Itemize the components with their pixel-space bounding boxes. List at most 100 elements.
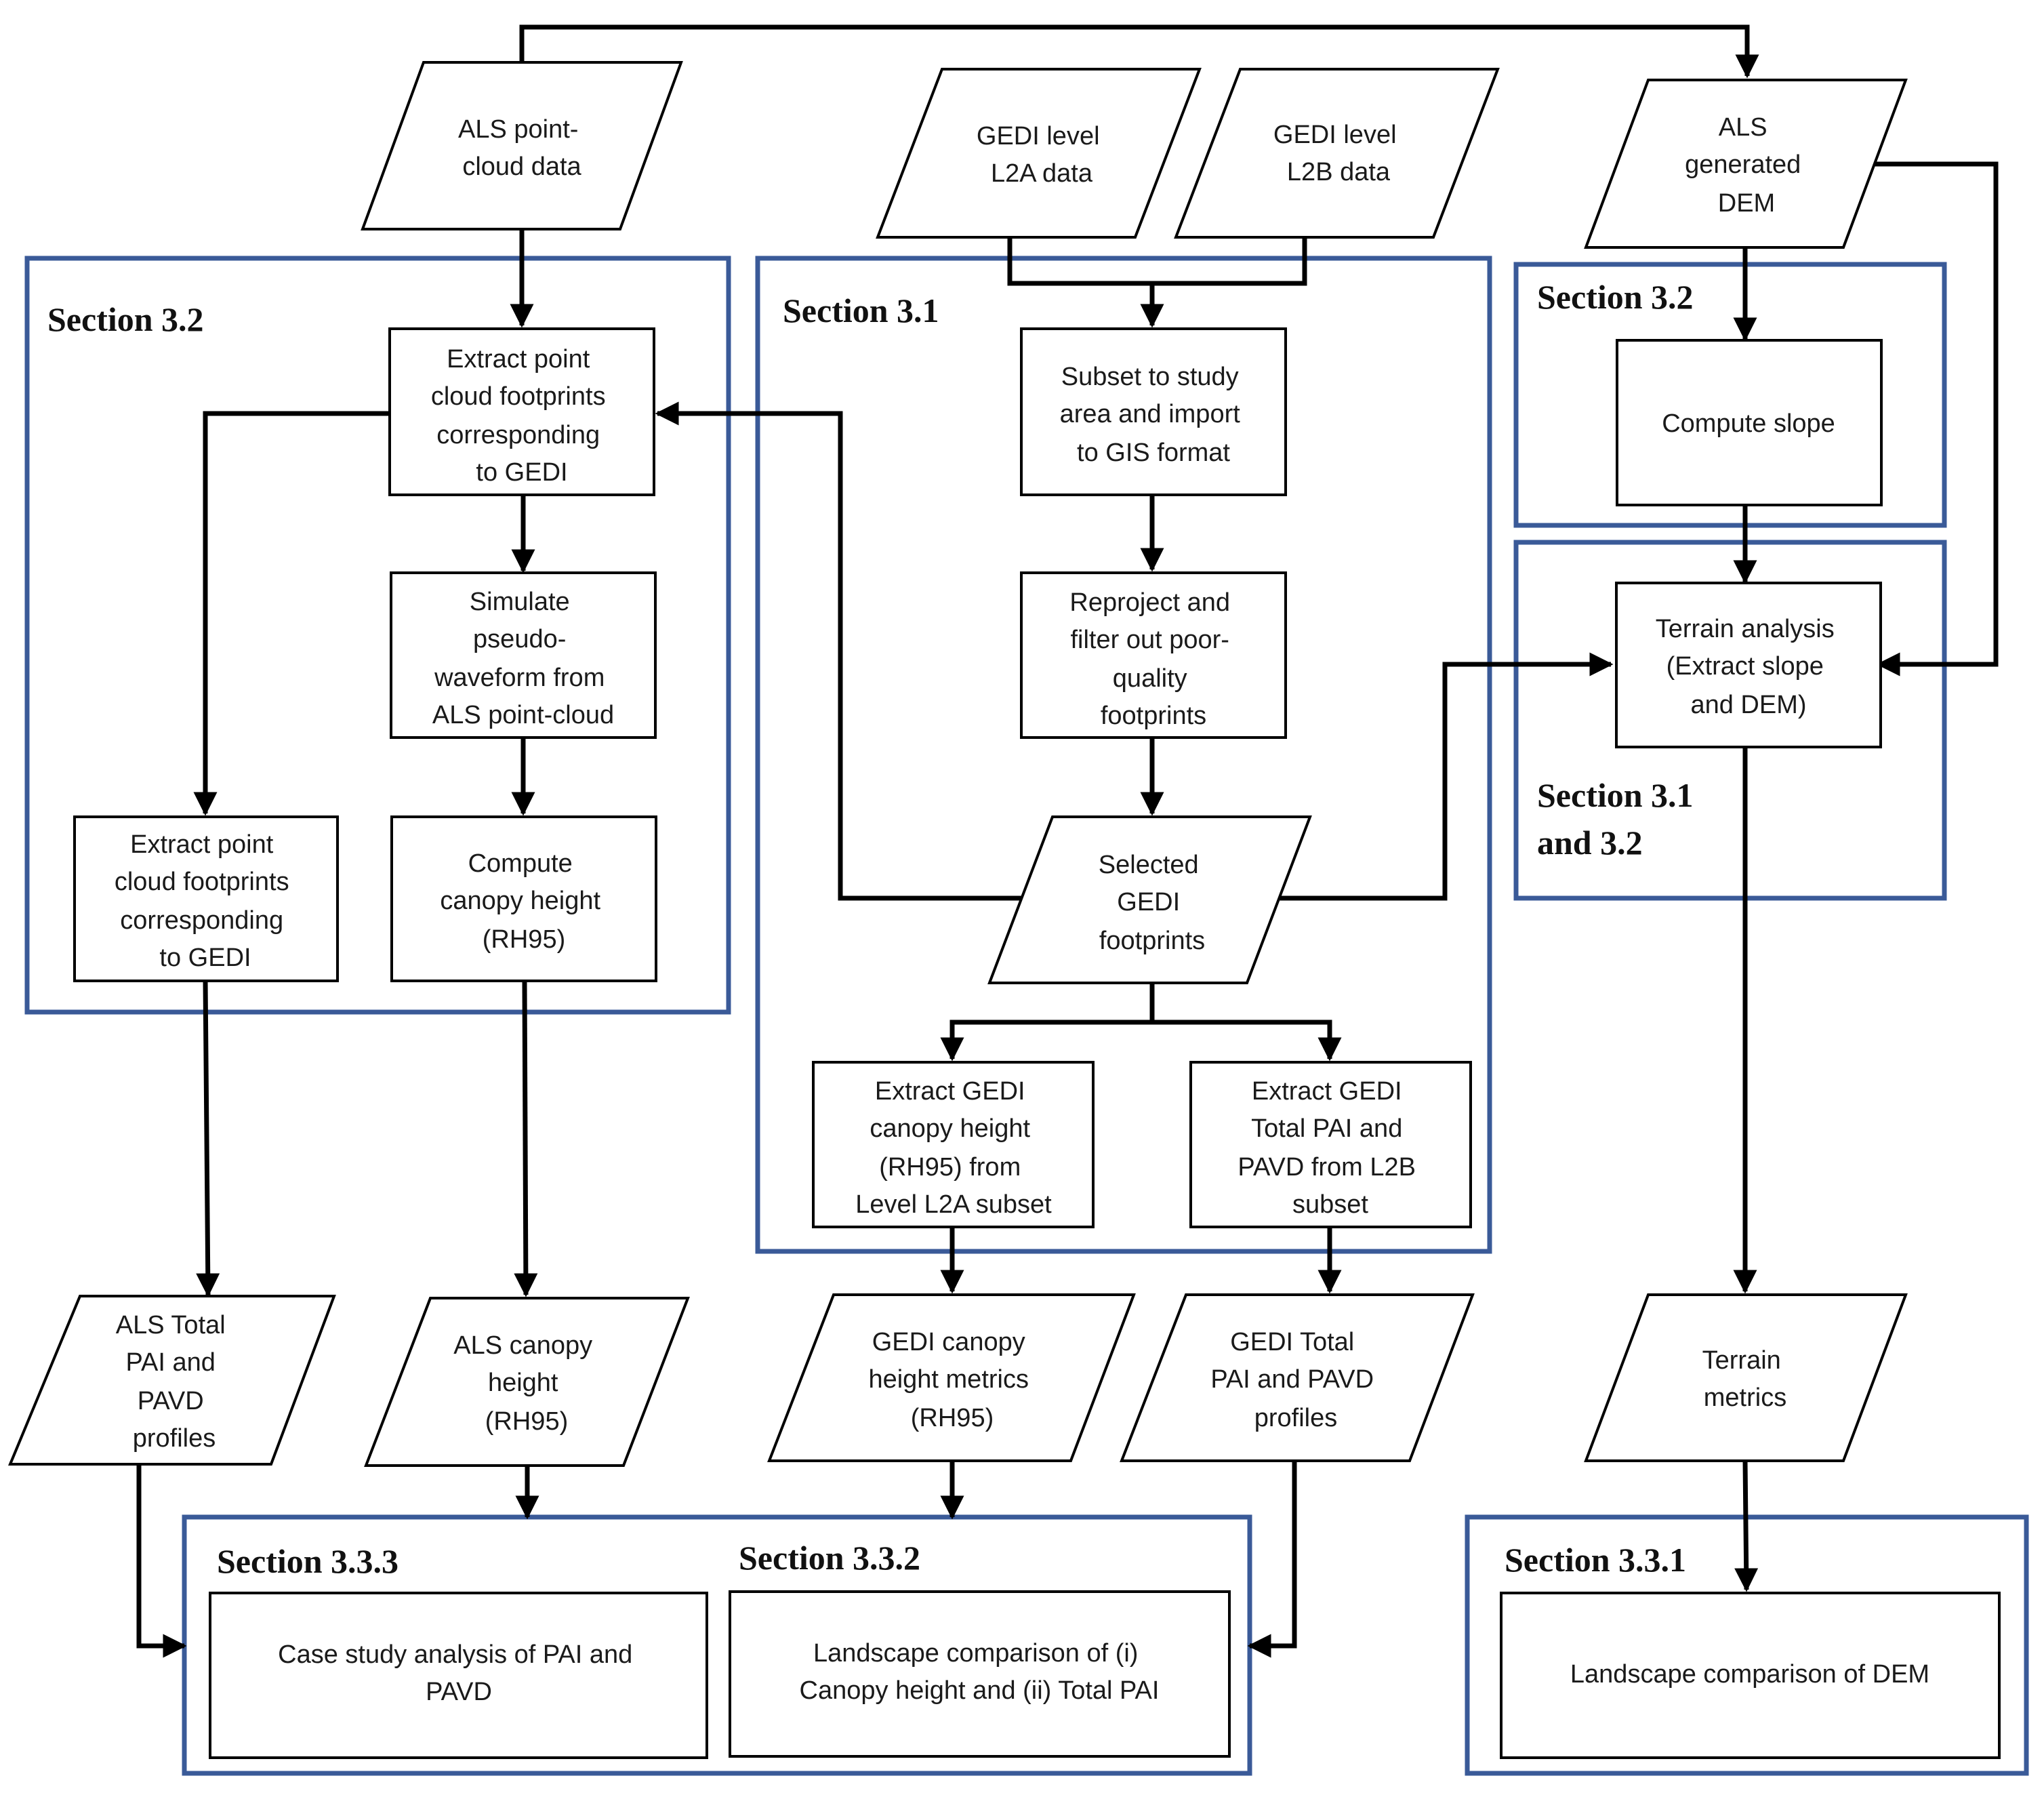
label-line: ALS [1719,113,1767,142]
label-line: filter out poor- [1070,626,1229,654]
section-title-bottom-3-3-3: Section 3.3.3 [217,1542,398,1580]
label-line: L2A data [991,159,1093,188]
box-reproject-filter [1020,571,1287,739]
arrow-selected-to-terrain [1278,652,1614,901]
label-line: corresponding [436,421,600,449]
label-line: Case study analysis of PAI and [278,1640,632,1669]
box-compute-slope [1616,339,1883,506]
label-simulate-waveform: Simulate pseudo- waveform from ALS point… [432,588,614,729]
box-landscape-dem [1500,1592,2001,1759]
section-title-center-3-1: Section 3.1 [783,291,939,329]
label-line: height metrics [868,1365,1029,1394]
parallelogram-als-dem [1584,79,1908,249]
section-title-line: and 3.2 [1537,824,1643,862]
label-als-canopy-height: ALS canopy height (RH95) [453,1331,599,1436]
label-extract-point-cloud-left: Extract point cloud footprints correspon… [115,830,296,972]
label-line: waveform from [434,664,605,692]
label-line: GEDI Total [1230,1328,1354,1356]
label-line: pseudo- [473,625,566,653]
label-extract-gedi-pai: Extract GEDI Total PAI and PAVD from L2B… [1238,1077,1423,1219]
parallelogram-als-pai-pavd [8,1295,336,1466]
label-line: ALS point-cloud [432,701,614,729]
parallelogram-terrain-metrics [1584,1293,1908,1462]
connectors [136,24,1999,1658]
label-case-study: Case study analysis of PAI and PAVD [278,1640,640,1706]
label-line: Extract GEDI [1252,1077,1402,1106]
label-line: footprints [1101,702,1206,730]
label-line: L2B data [1287,158,1391,186]
box-case-study [209,1592,708,1759]
section-title-right-3-1-3-2: Section 3.1 and 3.2 [1537,776,1702,862]
label-line: Landscape comparison of (i) [813,1639,1138,1668]
parallelogram-gedi-pai-pavd [1120,1293,1475,1462]
arrow-als-pai-to-case [136,1461,187,1658]
box-extract-gedi-pai [1189,1061,1472,1228]
label-line: footprints [1099,927,1205,955]
label-extract-point-cloud-top: Extract point cloud footprints correspon… [431,345,613,487]
label-line: Total PAI and [1251,1114,1402,1143]
label-line: (RH95) [911,1404,994,1432]
label-line: Compute [468,849,573,878]
label-line: canopy height [440,887,600,915]
label-gedi-l2a: GEDI level L2A data [977,122,1107,188]
label-line: to GEDI [159,944,251,972]
process-boxes [73,327,2001,1759]
arrow-split-to-gedi-canopy [940,1020,1328,1062]
section-box-center-3-1 [755,256,1492,1254]
label-subset-study-area: Subset to study area and import to GIS f… [1060,363,1248,467]
box-terrain-analysis [1615,582,1882,748]
label-line: and DEM) [1690,691,1806,719]
label-line: GEDI canopy [872,1328,1025,1356]
label-terrain-analysis: Terrain analysis (Extract slope and DEM) [1656,615,1842,719]
label-line: GEDI level [977,122,1100,150]
label-landscape-comparison: Landscape comparison of (i) Canopy heigh… [800,1639,1160,1705]
label-line: cloud footprints [115,868,289,896]
label-line: ALS point- [458,115,578,144]
section-box-left-3-2 [24,256,731,1015]
label-line: cloud footprints [431,382,606,411]
label-gedi-pai-pavd: GEDI Total PAI and PAVD profiles [1210,1328,1381,1432]
label-line: height [488,1369,558,1397]
label-reproject-filter: Reproject and filter out poor- quality f… [1069,588,1237,730]
label-terrain-metrics: Terrain metrics [1702,1346,1788,1412]
parallelogram-gedi-l2b [1174,68,1500,239]
label-compute-canopy-height: Compute canopy height (RH95) [440,849,607,954]
label-line: Reproject and [1069,588,1230,617]
box-landscape-comparison [729,1590,1231,1758]
label-line: area and import [1060,400,1241,428]
label-line: PAI and [126,1348,216,1377]
label-line: PAVD [426,1678,492,1706]
label-line: Extract point [130,830,274,859]
label-line: (RH95) from [879,1153,1021,1182]
section-title-left-3-2: Section 3.2 [47,300,204,338]
label-line: Landscape comparison of DEM [1570,1660,1929,1689]
label-line: profiles [1254,1404,1338,1432]
label-line: Extract point [447,345,590,374]
label-als-pai-pavd: ALS Total PAI and PAVD profiles [116,1311,233,1453]
line-l2a-join [1007,237,1307,286]
label-line: (Extract slope [1667,652,1824,681]
label-line: PAI and PAVD [1210,1365,1374,1394]
arrow-selected-to-extract-top [655,401,1023,901]
arrow-compute-to-als-canopy [514,980,538,1297]
label-als-dem: ALS generated DEM [1685,113,1808,218]
label-extract-gedi-canopy: Extract GEDI canopy height (RH95) from L… [855,1077,1052,1219]
label-line: Canopy height and (ii) Total PAI [800,1676,1160,1705]
section-box-right-3-1-3-2 [1513,540,1947,901]
section-title-right-3-2: Section 3.2 [1537,278,1694,316]
section-box-right-3-2 [1513,262,1947,528]
label-line: GEDI level [1273,121,1397,149]
label-compute-slope: Compute slope [1662,409,1835,438]
label-line: (RH95) [485,1407,568,1436]
arrow-gedi-profiles-to-bottom [1247,1461,1297,1658]
label-line: profiles [133,1424,216,1453]
section-title-line: Section 3.1 [1537,776,1694,814]
label-line: ALS Total [116,1311,226,1339]
label-line: Simulate [470,588,570,616]
label-line: Level L2A subset [855,1190,1052,1219]
arrow-left-to-als-pai [196,980,220,1297]
label-line: Subset to study [1061,363,1239,391]
arrow-terrain-metrics-to-dem [1734,1460,1759,1592]
arrow-split-to-gedi-pai [1317,1020,1342,1062]
